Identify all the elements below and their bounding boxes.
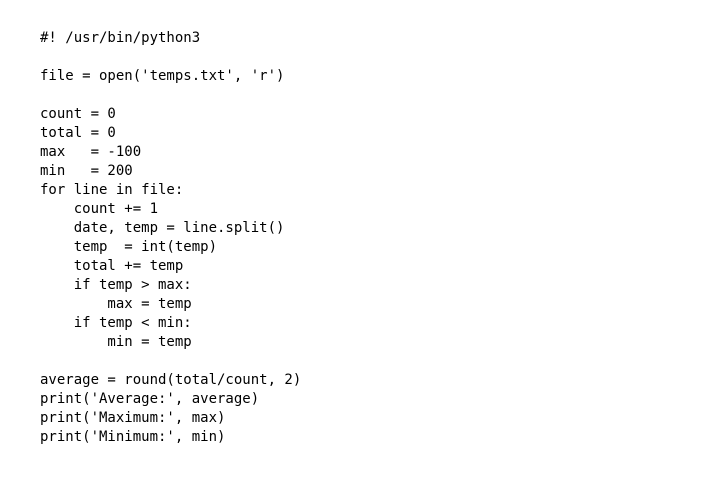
code-line: max = -100 <box>40 144 142 160</box>
code-line: average = round(total/count, 2) <box>40 372 302 388</box>
code-line <box>40 86 301 105</box>
code-line: for line in file: <box>40 182 184 198</box>
code-line: print('Maximum:', max) <box>40 410 226 426</box>
code-line: max = temp <box>40 296 192 312</box>
code-line <box>40 48 301 67</box>
code-line: min = temp <box>40 334 192 350</box>
code-line: file = open('temps.txt', 'r') <box>40 68 285 84</box>
code-line: count += 1 <box>40 201 159 217</box>
code-line: temp = int(temp) <box>40 239 218 255</box>
code-line: total = 0 <box>40 125 116 141</box>
code-line: total += temp <box>40 258 184 274</box>
code-line: #! /usr/bin/python3 <box>40 30 201 46</box>
code-line: if temp < min: <box>40 315 192 331</box>
code-line: min = 200 <box>40 163 133 179</box>
code-line: date, temp = line.split() <box>40 220 285 236</box>
code-line: print('Minimum:', min) <box>40 429 226 445</box>
python-code-block: #! /usr/bin/python3 file = open('temps.tx… <box>40 29 301 447</box>
code-line <box>40 352 301 371</box>
code-line: count = 0 <box>40 106 116 122</box>
code-line: if temp > max: <box>40 277 192 293</box>
code-line: print('Average:', average) <box>40 391 260 407</box>
